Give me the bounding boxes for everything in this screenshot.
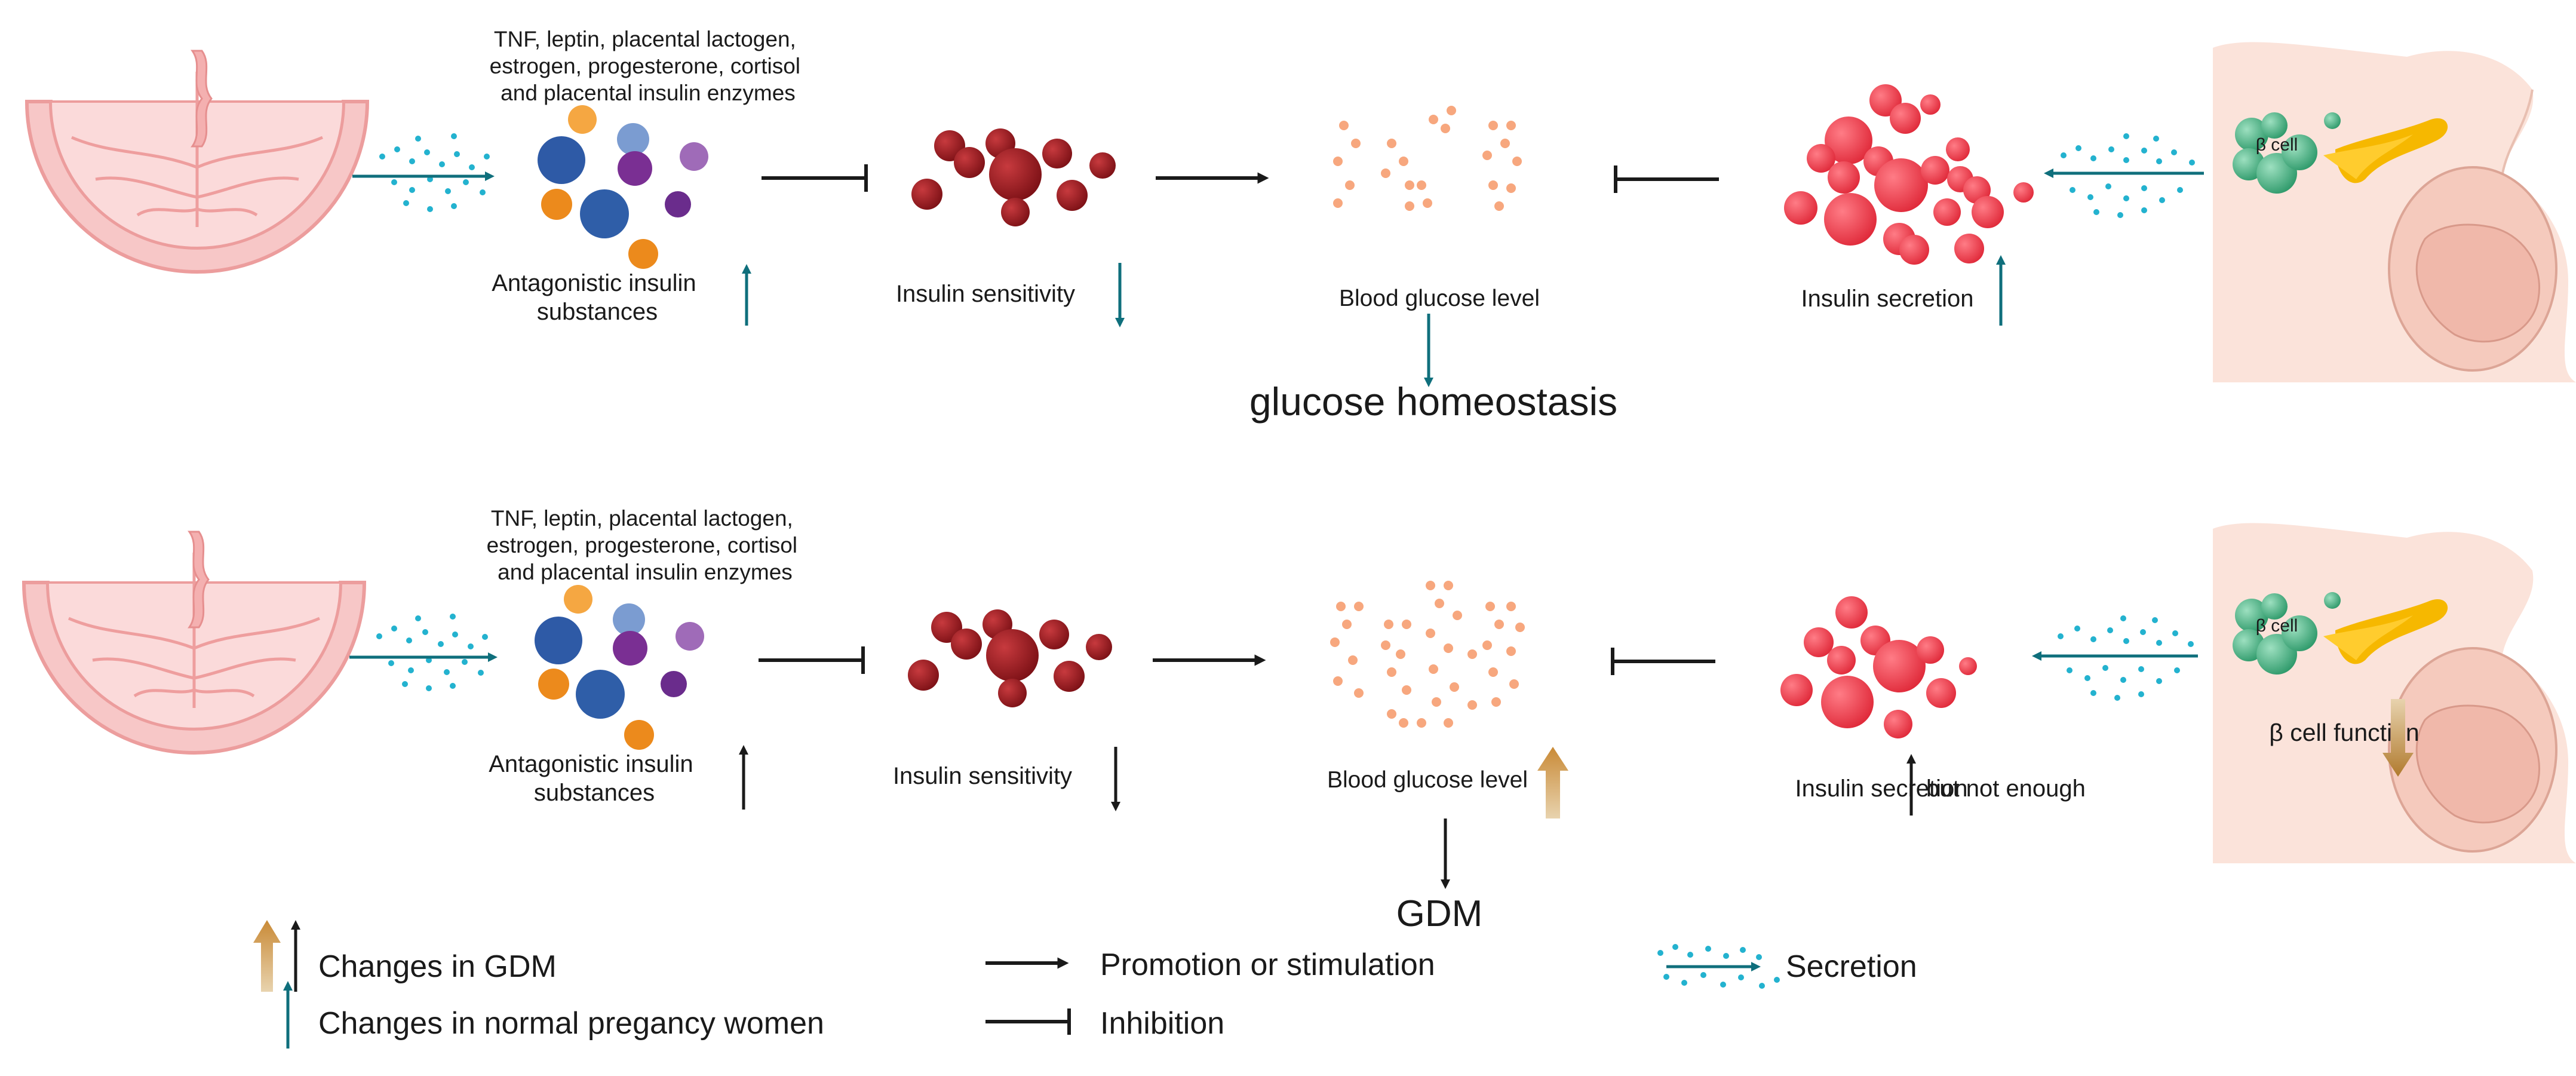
legend-secretion-dots [1657, 944, 1780, 989]
pregnant-woman-top: β cell [2213, 42, 2576, 383]
antagonistic-line-1-bottom: Antagonistic insulin [489, 751, 693, 777]
legend-promotion-label: Promotion or stimulation [1100, 948, 1435, 982]
legend-normal-label: Changes in normal pregancy women [318, 1006, 824, 1041]
blood-glucose-label-top: Blood glucose level [1339, 286, 1540, 311]
inhibit-arrow-2-bottom [1611, 648, 1715, 675]
antagonistic-text-bottom: Antagonistic insulin substances [489, 751, 700, 806]
legend: Changes in GDM Changes in normal preganc… [253, 919, 1917, 1049]
pregnant-woman-bottom: β cell β cell function [2213, 523, 2576, 863]
hormones-line-1-bottom: TNF, leptin, placental lactogen, [491, 506, 793, 531]
insulin-secretion-cells-top [1784, 84, 2034, 265]
hormone-molecules-top [538, 105, 708, 269]
not-enough-label: but not enough [1926, 775, 2086, 802]
inhibit-arrow-1-top [762, 164, 868, 192]
insulin-secretion-label-top: Insulin secretion [1801, 286, 1973, 312]
placenta-top [24, 50, 370, 274]
antagonistic-line-1-top: Antagonistic insulin [492, 270, 696, 296]
secretion-dots-bottom-left [376, 614, 488, 691]
insulin-sensitivity-label-top: Insulin sensitivity [896, 281, 1075, 307]
antagonistic-line-2-top: substances [537, 299, 658, 325]
hormones-text-bottom: TNF, leptin, placental lactogen, estroge… [487, 506, 804, 584]
legend-inhibition-symbol [985, 1008, 1071, 1035]
hormones-line-2-top: estrogen, progesterone, cortisol [490, 54, 800, 78]
legend-secretion-label: Secretion [1786, 949, 1917, 984]
inhibit-arrow-2-top [1614, 165, 1719, 193]
beta-cell-function-gold-down-arrow [2382, 699, 2414, 777]
hormone-molecules-bottom [535, 585, 704, 750]
secretion-dots-top-right [2061, 133, 2195, 218]
insulin-cells-bottom [908, 609, 1112, 707]
antagonistic-text-top: Antagonistic insulin substances [492, 270, 703, 325]
antagonistic-line-2-bottom: substances [534, 780, 655, 806]
legend-inhibition-label: Inhibition [1100, 1006, 1224, 1041]
placenta-bottom [22, 531, 367, 755]
insulin-secretion-label-bottom: Insulin secretion [1795, 775, 1967, 802]
insulin-secretion-cells-bottom [1780, 596, 1977, 738]
blood-glucose-label-bottom: Blood glucose level [1327, 767, 1528, 793]
legend-gdm-gold-arrow [253, 920, 281, 992]
insulin-cells-top [911, 128, 1116, 226]
hormones-line-3-top: and placental insulin enzymes [501, 81, 796, 105]
hormones-text-top: TNF, leptin, placental lactogen, estroge… [490, 27, 807, 105]
insulin-sensitivity-label-bottom: Insulin sensitivity [893, 763, 1072, 789]
inhibit-arrow-1-bottom [759, 646, 865, 674]
glucose-dots-top [1333, 106, 1522, 211]
beta-cell-label-top: β cell [2256, 135, 2298, 155]
outcome-gdm: GDM [1396, 893, 1483, 934]
legend-gdm-label: Changes in GDM [318, 949, 557, 984]
beta-cell-label-bottom: β cell [2256, 616, 2298, 636]
hormones-line-2-bottom: estrogen, progesterone, cortisol [487, 533, 797, 557]
glucose-dots-bottom [1330, 581, 1525, 728]
hormones-line-1-top: TNF, leptin, placental lactogen, [494, 27, 796, 51]
secretion-dots-top-left [379, 133, 490, 212]
secretion-dots-bottom-right [2058, 615, 2194, 701]
blood-glucose-gold-up-arrow [1537, 747, 1568, 819]
outcome-glucose-homeostasis: glucose homeostasis [1249, 379, 1617, 424]
hormones-line-3-bottom: and placental insulin enzymes [498, 560, 793, 584]
